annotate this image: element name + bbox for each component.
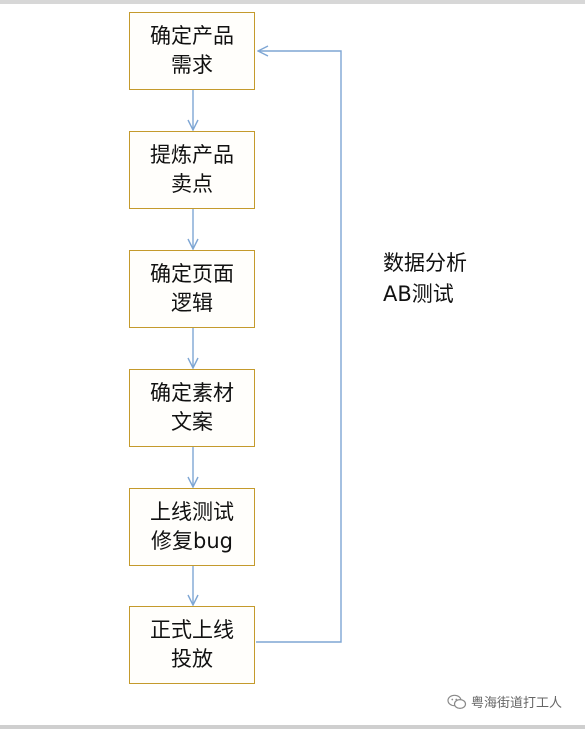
step-label-line2: 文案 [171, 410, 213, 434]
step-label-line2: 投放 [171, 647, 213, 671]
step-official-launch: 正式上线 投放 [129, 606, 255, 684]
step-refine-selling-points: 提炼产品 卖点 [129, 131, 255, 209]
loop-label-line1: 数据分析 [383, 251, 467, 275]
step-label-line2: 修复bug [151, 529, 233, 553]
wechat-icon [447, 694, 467, 709]
step-label-line1: 确定产品 [150, 24, 234, 48]
step-determine-product-requirements: 确定产品 需求 [129, 12, 255, 90]
bottom-divider [0, 725, 585, 729]
watermark: 粤海街道打工人 [447, 692, 562, 711]
step-label-line1: 确定素材 [150, 381, 234, 405]
step-label-line1: 确定页面 [150, 262, 234, 286]
feedback-loop-label: 数据分析 AB测试 [383, 248, 467, 310]
top-divider [0, 0, 585, 4]
step-label-line1: 上线测试 [150, 500, 234, 524]
step-label-line2: 逻辑 [171, 291, 213, 315]
feedback-loop-arrow [256, 51, 342, 643]
step-determine-page-logic: 确定页面 逻辑 [129, 250, 255, 328]
step-determine-material-copy: 确定素材 文案 [129, 369, 255, 447]
step-label-line2: 需求 [171, 53, 213, 77]
step-label-line2: 卖点 [171, 172, 213, 196]
watermark-text: 粤海街道打工人 [471, 696, 563, 711]
step-label-line1: 正式上线 [150, 618, 234, 642]
loop-label-line2: AB测试 [383, 282, 454, 306]
step-label-line1: 提炼产品 [150, 143, 234, 167]
step-launch-test-fix-bugs: 上线测试 修复bug [129, 488, 255, 566]
